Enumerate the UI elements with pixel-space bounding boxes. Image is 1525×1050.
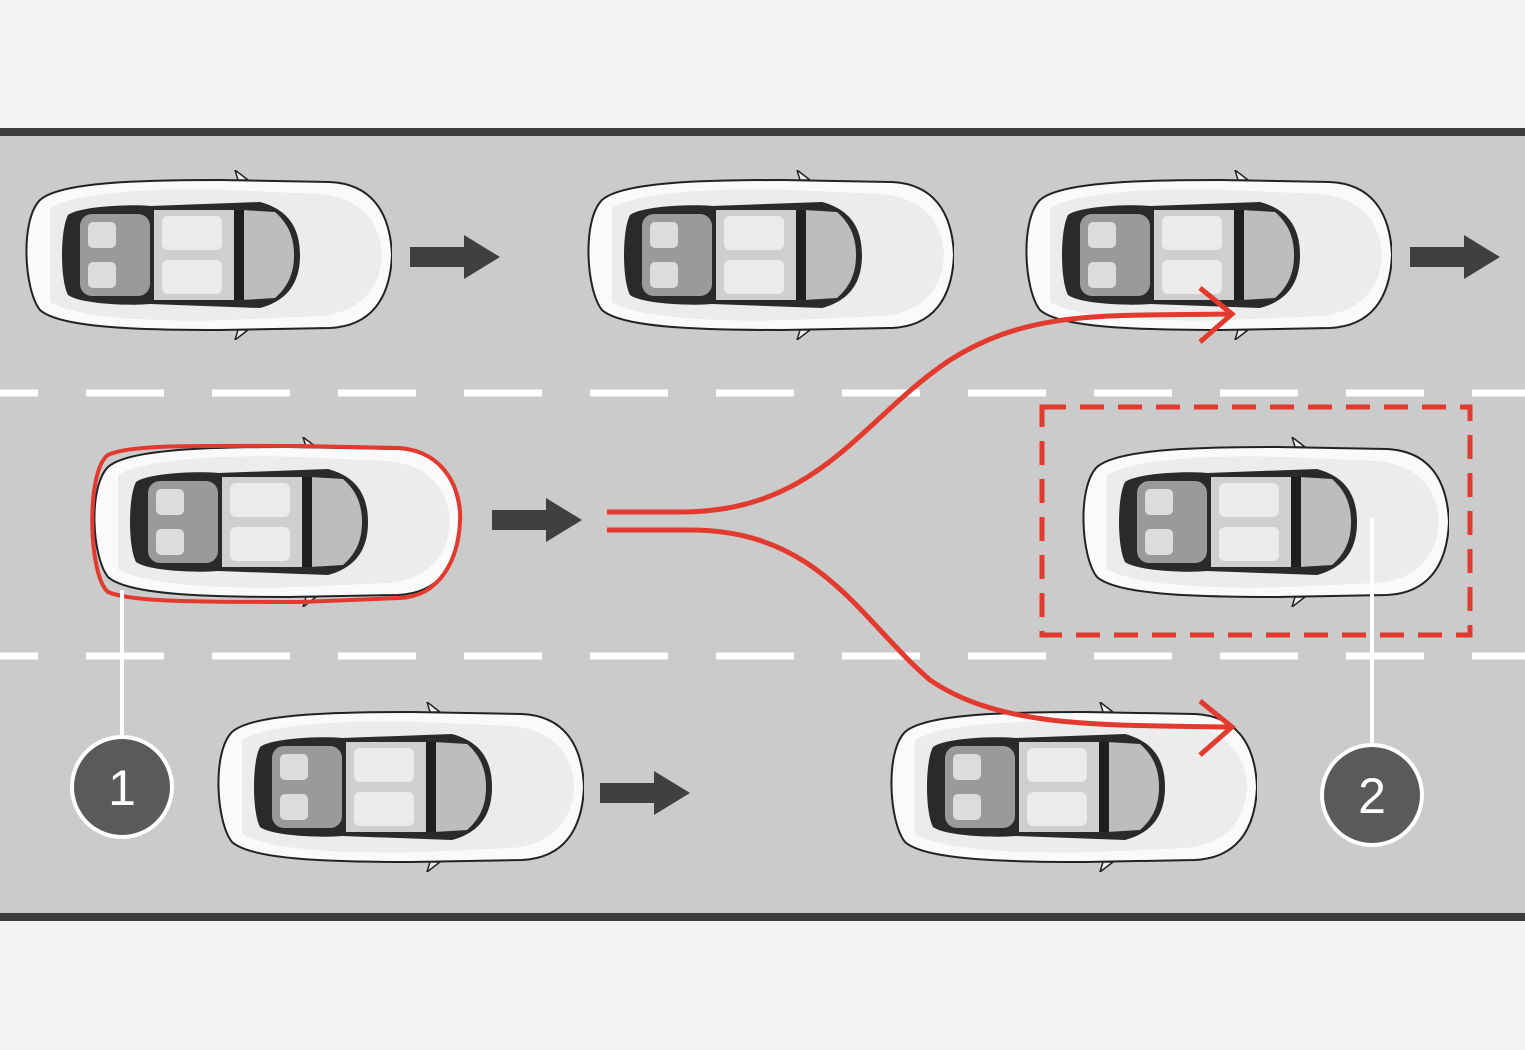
path-arrowhead-icon bbox=[1198, 286, 1236, 344]
path-right-lane bbox=[607, 527, 1231, 730]
callout-2 bbox=[1320, 743, 1424, 847]
road-edge-bottom bbox=[0, 913, 1525, 921]
car-top-lane-2 bbox=[587, 170, 954, 340]
own-car-highlight bbox=[90, 443, 463, 605]
own-car bbox=[93, 437, 460, 607]
callout-1-label: 1 bbox=[108, 760, 136, 816]
callout-1 bbox=[70, 735, 174, 839]
callout-2-label: 2 bbox=[1358, 768, 1386, 824]
road-edge-top bbox=[0, 128, 1525, 136]
gap-car bbox=[1082, 437, 1449, 607]
path-left-lane bbox=[607, 311, 1231, 515]
car-top-lane-1 bbox=[25, 170, 392, 340]
car-bottom-lane-1 bbox=[217, 702, 584, 872]
path-arrowhead-icon bbox=[1198, 699, 1236, 757]
lane-change-paths bbox=[607, 286, 1236, 757]
target-gap-frame bbox=[1039, 404, 1473, 638]
